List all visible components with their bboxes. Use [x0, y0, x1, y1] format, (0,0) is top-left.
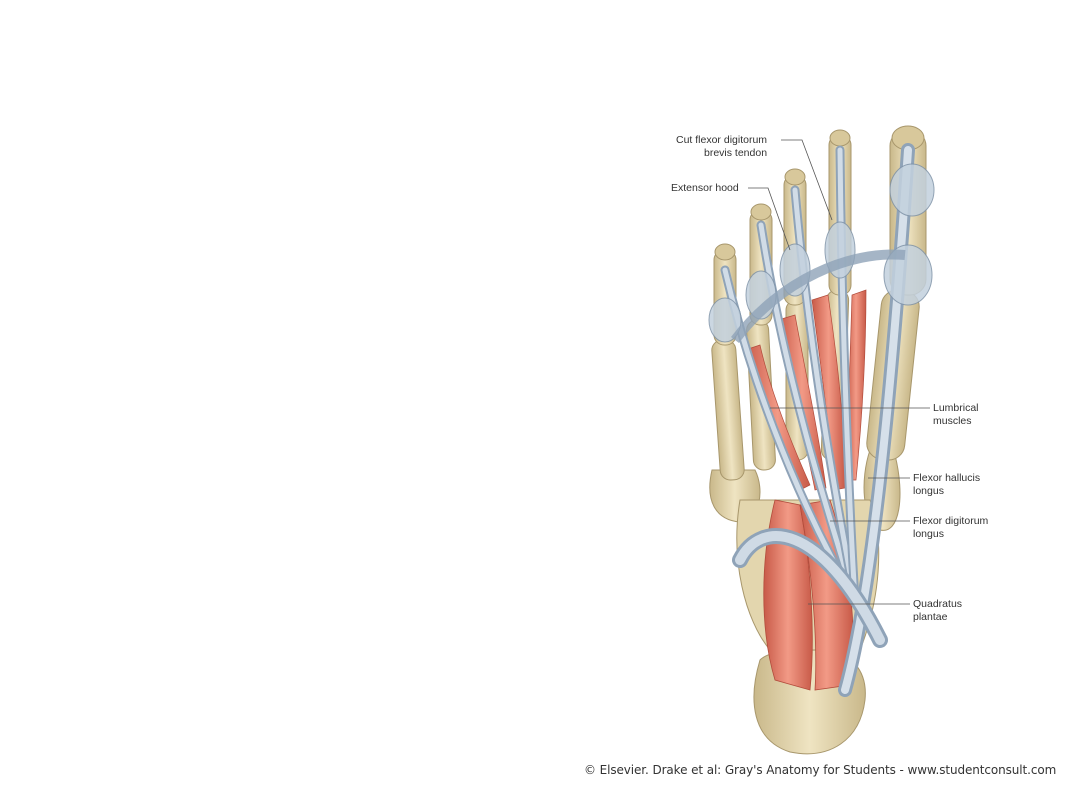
leader-line-extensor-hood — [748, 187, 791, 251]
label-line: Flexor digitorum — [913, 515, 989, 527]
label-line: plantae — [913, 611, 948, 623]
label-line: brevis tendon — [704, 147, 768, 159]
label-lumbrical-muscles: Lumbrical muscles — [933, 402, 979, 428]
label-line: Extensor hood — [671, 182, 739, 194]
extensor-hoods — [708, 163, 935, 344]
flexor-digitorum-longus-trunk — [732, 528, 888, 648]
label-line: Quadratus — [913, 598, 963, 610]
label-line: longus — [913, 528, 944, 540]
leader-line-cut-fdb — [781, 139, 833, 221]
label-line: Lumbrical — [933, 402, 979, 414]
label-flexor-hallucis-longus: Flexor hallucis longus — [913, 472, 980, 498]
toe-tips — [714, 125, 925, 261]
label-cut-flexor-digitorum-brevis-tendon: Cut flexor digitorum brevis tendon — [676, 134, 767, 160]
label-leader-lines — [748, 139, 930, 605]
label-line: longus — [913, 485, 944, 497]
label-line: Flexor hallucis — [913, 472, 981, 484]
label-flexor-digitorum-longus: Flexor digitorum longus — [913, 515, 988, 541]
copyright-credit: © Elsevier. Drake et al: Gray's Anatomy … — [584, 763, 1057, 777]
label-line: muscles — [933, 415, 972, 427]
label-line: Cut flexor digitorum — [676, 134, 768, 146]
label-quadratus-plantae: Quadratus plantae — [913, 598, 962, 624]
label-extensor-hood: Extensor hood — [671, 182, 739, 195]
